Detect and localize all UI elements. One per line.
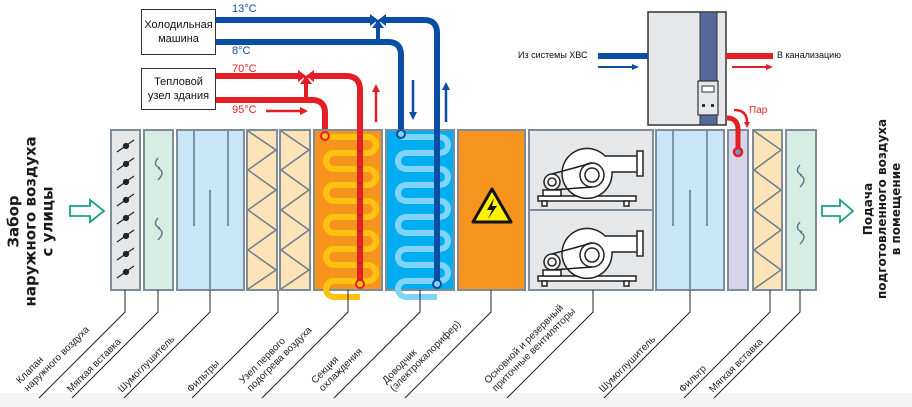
damper-blades-icon [116, 139, 135, 279]
cold-water-inlet [598, 53, 648, 70]
intake-arrow-icon [69, 198, 106, 224]
section-soft-insert-1 [143, 129, 174, 291]
supply-label: Подача подготовленного воздуха в помещен… [861, 119, 903, 299]
section-fans [528, 129, 654, 291]
intake-label-line-3: с улицы [38, 186, 57, 257]
heater-inlet-node [320, 131, 330, 141]
heater-outlet-node [355, 279, 365, 289]
chilled-supply-pipe [216, 39, 404, 134]
filter-pleats-icon [246, 130, 278, 290]
baffles-icon [672, 131, 708, 289]
section-valve [110, 129, 141, 291]
supply-label-line-3: в помещение [889, 162, 903, 256]
section-silencer-1 [176, 129, 245, 291]
intake-label-line-2: наружного воздуха [21, 136, 40, 307]
hot-supply-temp: 95°C [232, 104, 257, 116]
section-cooling-coil [385, 125, 455, 300]
chiller-box: Холодильная машина [141, 9, 216, 55]
hot-supply-pipe [216, 97, 328, 133]
outlet-arrow-icon [766, 64, 773, 70]
filter-pleats-icon [279, 130, 311, 290]
reserve-fan-icon [537, 227, 644, 287]
baffles-icon [193, 131, 229, 289]
intake-label: Забор наружного воздуха с улицы [4, 136, 57, 307]
section-silencer-2 [655, 129, 725, 291]
section-filters [246, 129, 311, 291]
steam-humidifier-unit [647, 11, 727, 126]
supply-label-line-2: подготовленного воздуха [875, 118, 889, 299]
flex-wave-icon [796, 164, 805, 188]
heat-node-label-line-2: узел здания [147, 90, 210, 102]
supply-fan-icon [537, 147, 644, 207]
drain-outlet-label: В канализацию [777, 50, 841, 60]
steam-pipe [726, 108, 750, 158]
hot-water-pipes [216, 73, 363, 283]
three-way-valve-hot-icon [298, 70, 314, 84]
chilled-water-pipes [216, 17, 440, 283]
section-preheat-coil [313, 125, 383, 300]
section-electric-reheater [457, 129, 526, 291]
section-filter-2 [752, 129, 783, 291]
drain-outlet [726, 53, 773, 70]
chiller-label-line-2: машина [158, 33, 199, 45]
filter-pleats-icon [752, 130, 783, 290]
section-soft-insert-2 [785, 129, 817, 291]
chiller-label-line-1: Холодильная [144, 19, 213, 31]
flow-arrows [266, 80, 450, 122]
chilled-supply-temp: 8°C [232, 45, 251, 57]
three-way-valve-cold-icon [370, 14, 386, 28]
cooler-coil-icon [395, 134, 451, 300]
heat-node-label-line-1: Тепловой [154, 76, 203, 88]
supply-arrow-icon [821, 198, 855, 224]
callout-leaders [38, 290, 801, 399]
heat-node-box: Тепловой узел здания [141, 68, 216, 110]
intake-label-line-1: Забор [4, 195, 23, 248]
hot-return-temp: 70°C [232, 63, 257, 75]
steam-label: Пар [749, 105, 768, 116]
heater-coil-icon [323, 134, 379, 300]
steam-arrow-icon [733, 108, 749, 123]
flex-wave-icon [154, 217, 163, 241]
chilled-return-temp: 13°C [232, 3, 257, 15]
flex-wave-icon [796, 221, 805, 245]
hot-return-pipe [216, 73, 363, 283]
flex-wave-icon [154, 157, 163, 181]
supply-label-line-1: Подача [861, 182, 875, 236]
cold-water-inlet-label: Из системы ХВС [518, 50, 588, 60]
chilled-return-pipe [216, 17, 440, 283]
inlet-arrow-icon [632, 64, 639, 70]
footer-band [0, 393, 912, 407]
steam-nozzle-node [732, 146, 744, 158]
